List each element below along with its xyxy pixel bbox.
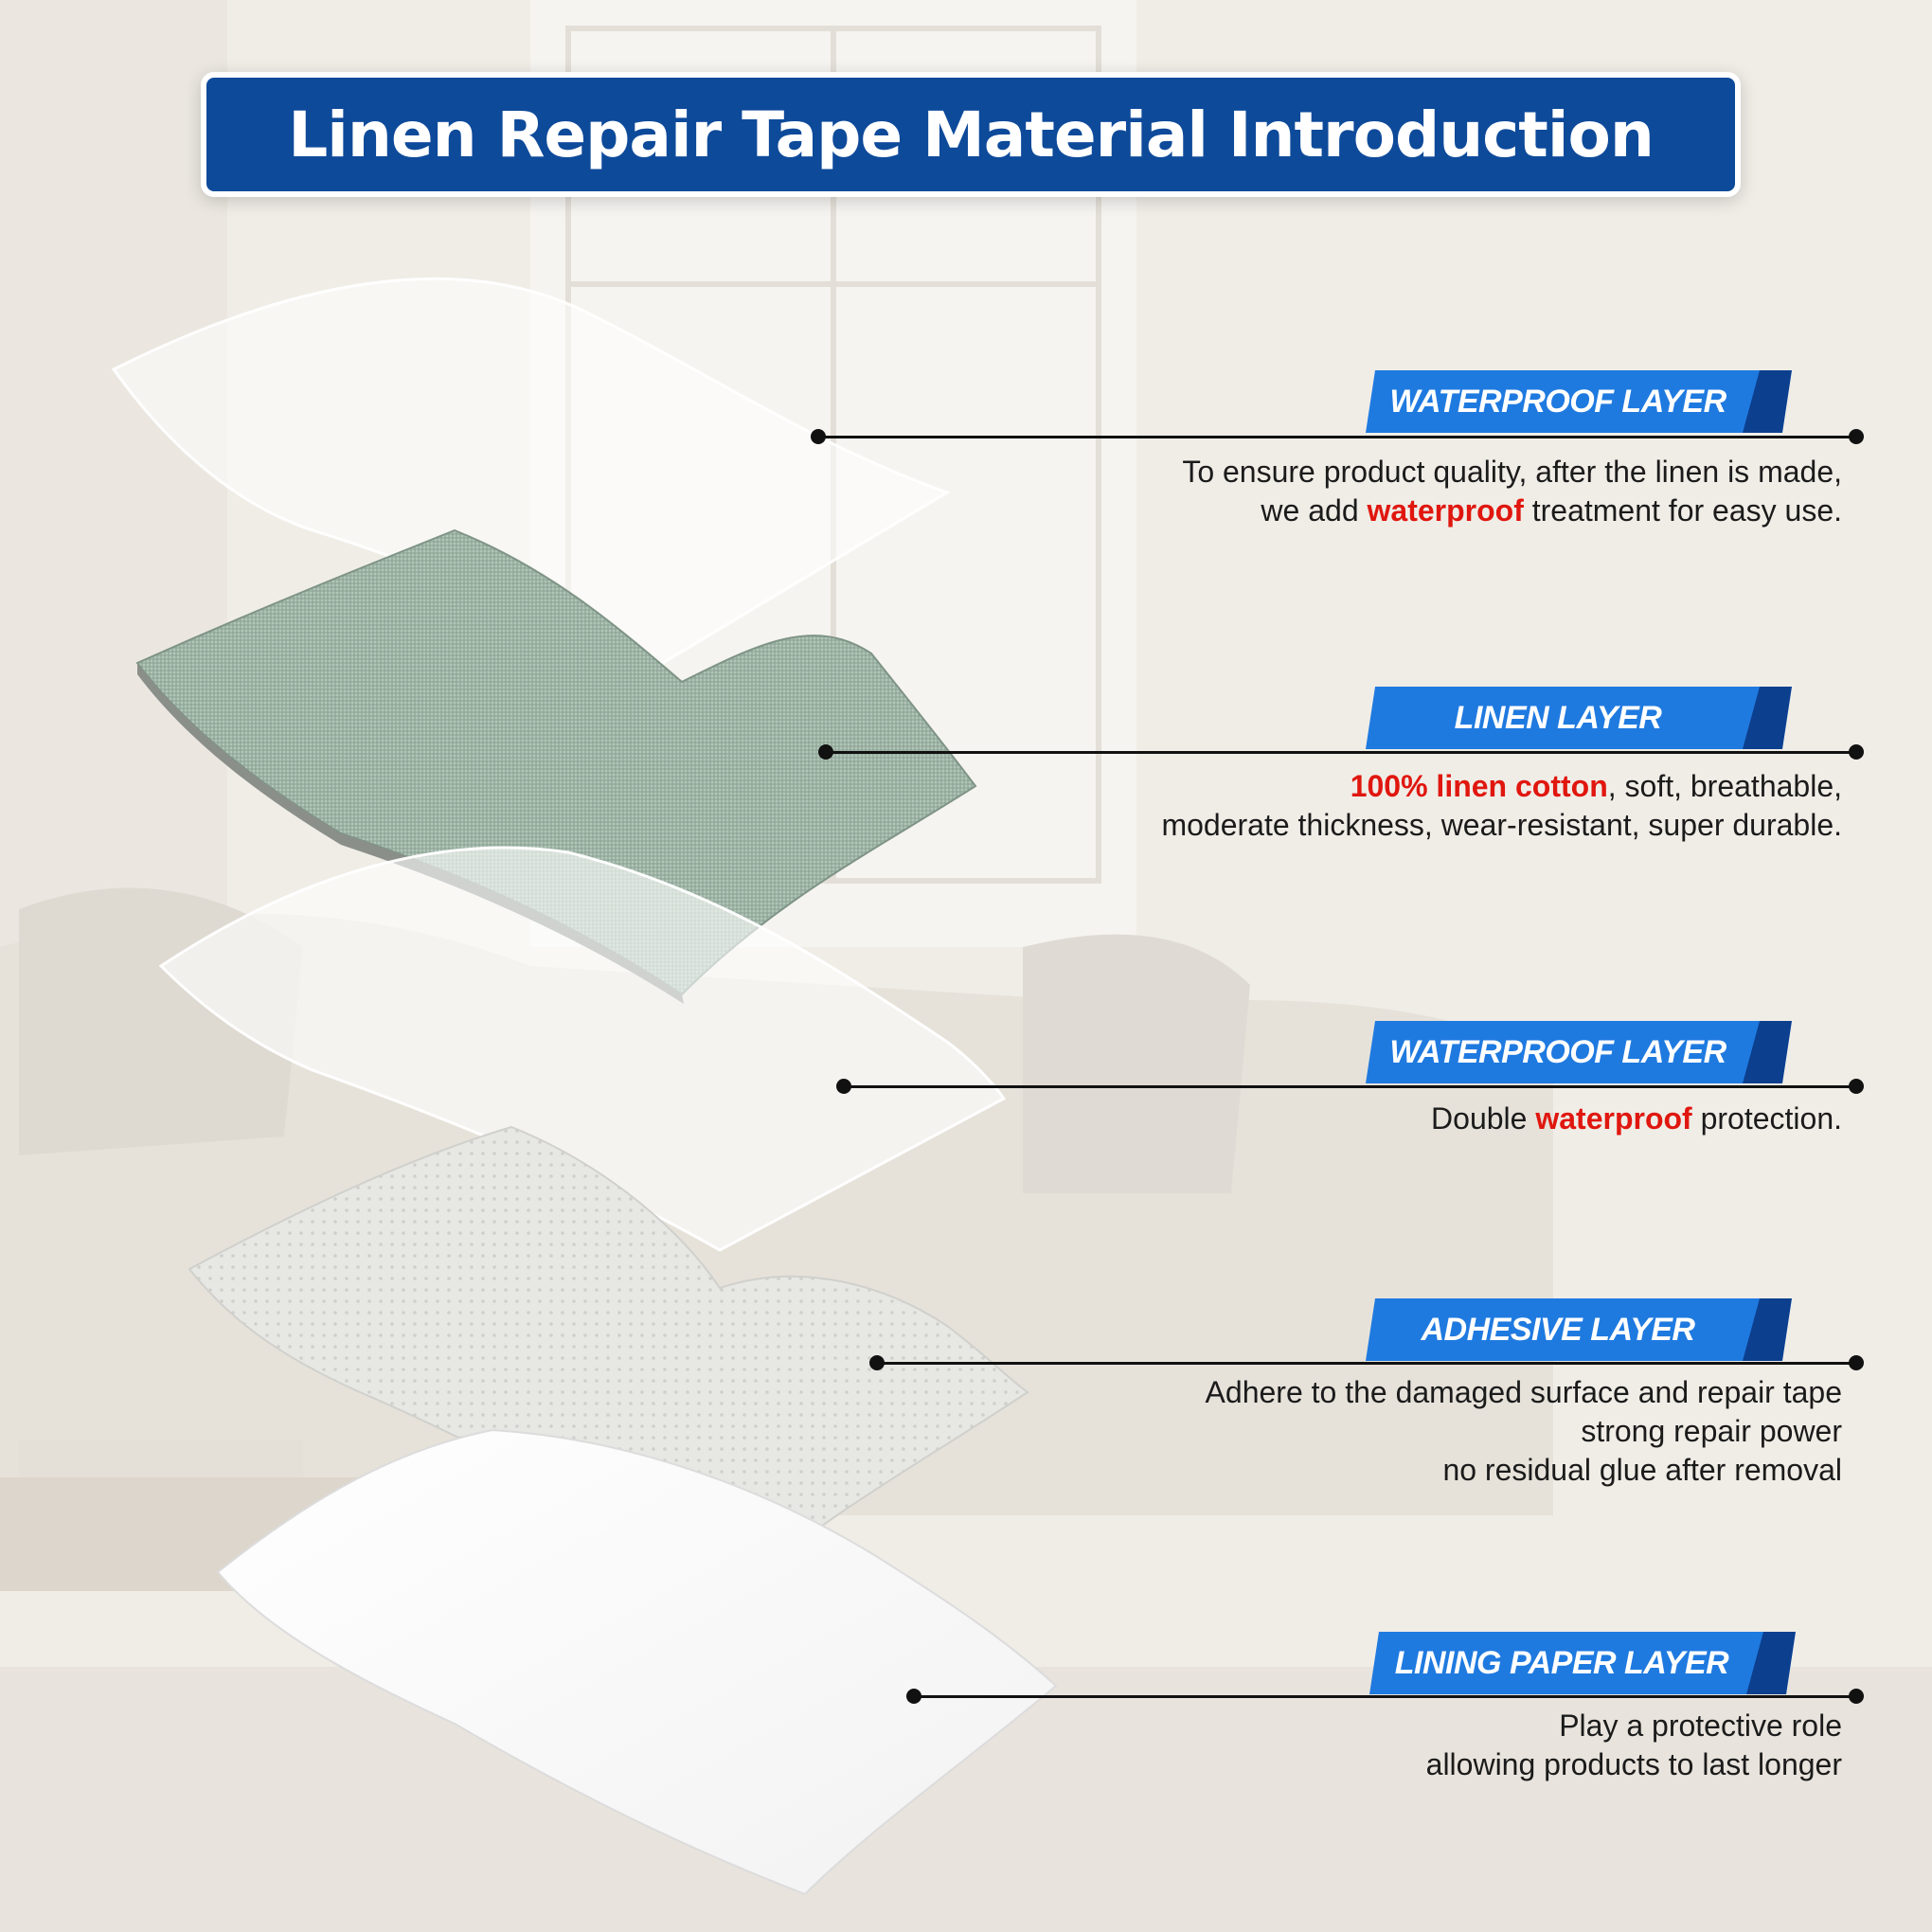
pointer-line <box>818 436 1856 438</box>
layer-badge-label: LINING PAPER LAYER <box>1394 1644 1729 1681</box>
pointer-dot-right <box>1849 429 1864 444</box>
description-line: allowing products to last longer <box>1425 1747 1842 1781</box>
layer-badge: LINING PAPER LAYER <box>1369 1632 1796 1694</box>
pointer-line <box>914 1695 1856 1698</box>
lining-paper-layer <box>216 1428 1058 1896</box>
layer-badge-label: LINEN LAYER <box>1454 699 1662 736</box>
layer-badge-label: WATERPROOF LAYER <box>1389 383 1726 420</box>
layer-badge: ADHESIVE LAYER <box>1366 1298 1792 1361</box>
waterproof-film-middle <box>158 846 1007 1252</box>
title-banner: Linen Repair Tape Material Introduction <box>201 72 1741 197</box>
page-title: Linen Repair Tape Material Introduction <box>288 98 1655 171</box>
description-line: no residual glue after removal <box>1442 1453 1842 1487</box>
adhesive-layer <box>188 1125 1029 1593</box>
description-line: strong repair power <box>1581 1414 1842 1448</box>
layer-badge: WATERPROOF LAYER <box>1366 1021 1792 1083</box>
layer-description: Double waterproof protection. <box>1431 1100 1842 1138</box>
description-line: To ensure product quality, after the lin… <box>1182 455 1842 489</box>
description-line: we add waterproof treatment for easy use… <box>1261 493 1842 528</box>
pointer-dot-right <box>1849 744 1864 760</box>
layer-badge-label: ADHESIVE LAYER <box>1421 1311 1695 1348</box>
highlight-text: waterproof <box>1367 493 1524 528</box>
highlight-text: 100% linen cotton <box>1350 769 1608 803</box>
pointer-dot-right <box>1849 1689 1864 1704</box>
pointer-dot-right <box>1849 1079 1864 1094</box>
layer-description: Adhere to the damaged surface and repair… <box>1206 1373 1842 1490</box>
description-line: Adhere to the damaged surface and repair… <box>1205 1375 1842 1409</box>
layer-description: 100% linen cotton, soft, breathable, mod… <box>1161 767 1842 845</box>
description-line: Double waterproof protection. <box>1431 1101 1842 1136</box>
pointer-line <box>844 1085 1856 1088</box>
pointer-dot-right <box>1849 1355 1864 1370</box>
pointer-line <box>877 1362 1856 1365</box>
description-line: 100% linen cotton, soft, breathable, <box>1350 769 1842 803</box>
layer-badge-label: WATERPROOF LAYER <box>1389 1033 1726 1070</box>
highlight-text: waterproof <box>1535 1101 1692 1136</box>
description-line: moderate thickness, wear-resistant, supe… <box>1161 808 1842 842</box>
layer-description: Play a protective role allowing products… <box>1426 1707 1842 1784</box>
waterproof-film-top <box>111 277 951 665</box>
description-line: Play a protective role <box>1559 1708 1842 1743</box>
layer-description: To ensure product quality, after the lin… <box>1182 453 1842 530</box>
layer-badge: LINEN LAYER <box>1366 687 1792 749</box>
pointer-line <box>826 751 1856 754</box>
layer-badge: WATERPROOF LAYER <box>1366 370 1792 433</box>
